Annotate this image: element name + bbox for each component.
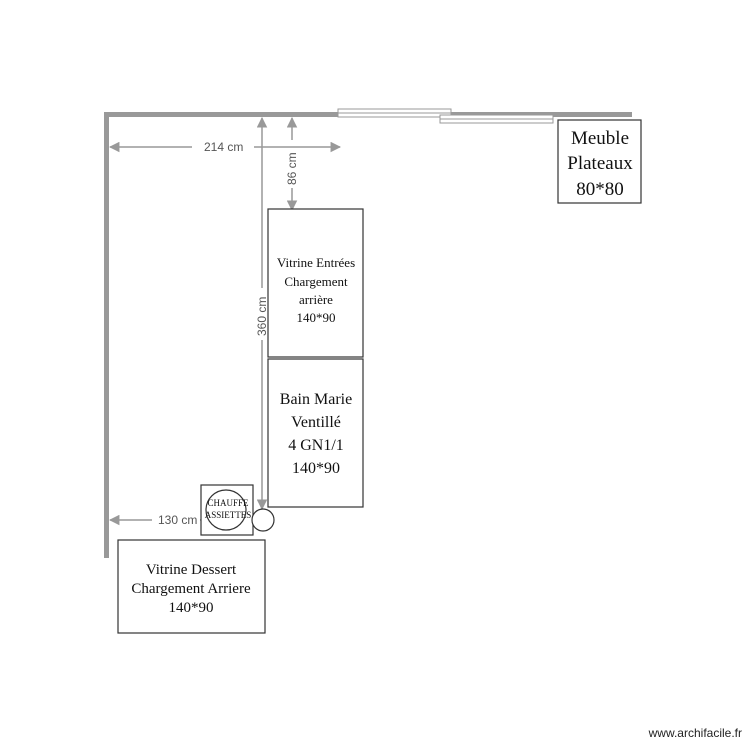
window-1 xyxy=(337,108,452,118)
watermark-text: www.archifacile.fr xyxy=(648,726,742,740)
vitrine-dessert: Vitrine Dessert Chargement Arriere 140*9… xyxy=(117,539,266,634)
chauffe-assiettes: CHAUFFE ASSIETTES xyxy=(200,484,254,536)
small-circle xyxy=(251,508,275,532)
bain-marie-line2: Ventillé xyxy=(291,414,341,431)
dimension-86-label: 86 cm xyxy=(285,152,299,185)
left-wall xyxy=(104,112,109,558)
vitrine-dessert-line2: Chargement Arriere xyxy=(131,581,251,597)
vitrine-entrees: Vitrine Entrées Chargement arrière 140*9… xyxy=(267,208,364,358)
vitrine-dessert-line3: 140*90 xyxy=(169,600,214,616)
vitrine-entrees-line3: arrière xyxy=(299,292,333,307)
meuble-plateaux: Meuble Plateaux 80*80 xyxy=(557,119,642,204)
dimension-214: 214 cm xyxy=(108,140,342,154)
chauffe-assiettes-line2: ASSIETTES xyxy=(205,510,252,520)
plate-circle xyxy=(205,489,247,531)
dimension-130-label: 130 cm xyxy=(158,513,197,527)
bain-marie-line1: Bain Marie xyxy=(280,391,352,408)
vitrine-dessert-line1: Vitrine Dessert xyxy=(146,562,237,578)
chauffe-assiettes-line1: CHAUFFE xyxy=(207,498,249,508)
meuble-plateaux-line1: Meuble xyxy=(571,128,629,149)
vitrine-entrees-line2: Chargement xyxy=(284,274,348,289)
dimension-214-label: 214 cm xyxy=(204,140,243,154)
bain-marie: Bain Marie Ventillé 4 GN1/1 140*90 xyxy=(267,358,364,508)
vitrine-entrees-line4: 140*90 xyxy=(297,310,336,325)
meuble-plateaux-line2: Plateaux xyxy=(567,153,633,174)
dimension-86: 86 cm xyxy=(285,116,299,212)
dimension-360-label: 360 cm xyxy=(255,297,269,336)
vitrine-entrees-line1: Vitrine Entrées xyxy=(277,255,355,270)
bain-marie-line3: 4 GN1/1 xyxy=(288,437,344,454)
dimension-360: 360 cm xyxy=(255,116,269,511)
bain-marie-line4: 140*90 xyxy=(292,460,340,477)
meuble-plateaux-line3: 80*80 xyxy=(576,179,624,200)
window-2 xyxy=(439,114,554,124)
